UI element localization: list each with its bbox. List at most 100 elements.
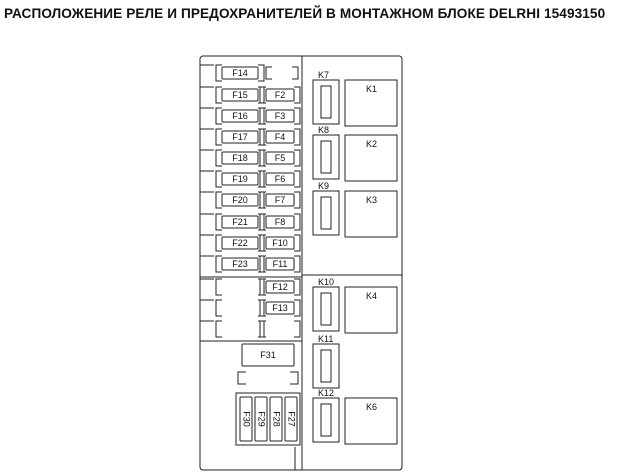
fuse-f17-label: F17 (232, 132, 248, 142)
vertical-fuse-block (235, 392, 301, 446)
relay-k12[interactable]: K12 (312, 388, 340, 443)
fuse-socket (259, 86, 301, 104)
fuse-socket (259, 234, 301, 252)
fuse-socket (215, 278, 265, 296)
fuse-socket-empty (265, 66, 299, 80)
fuse-f17[interactable]: F17 (221, 130, 259, 144)
fuse-f3-label: F3 (275, 111, 286, 121)
fuse-box-housing (199, 55, 403, 471)
fuse-f3[interactable]: F3 (265, 109, 295, 123)
fuse-f21[interactable]: F21 (221, 215, 259, 229)
relay-k10[interactable]: K10 (312, 277, 340, 332)
fuse-f5[interactable]: F5 (265, 151, 295, 165)
fuse-f14-label: F14 (232, 68, 248, 78)
fuse-f30-label: F30 (242, 411, 252, 427)
diagram-title: РАСПОЛОЖЕНИЕ РЕЛЕ И ПРЕДОХРАНИТЕЛЕЙ В МО… (4, 6, 606, 21)
fuse-f23[interactable]: F23 (221, 257, 259, 271)
fuse-f14[interactable]: F14 (221, 66, 259, 80)
fuse-socket (259, 191, 301, 209)
fuse-f2-label: F2 (275, 90, 286, 100)
vertical-fuses: F30 F29 F28 F27 (239, 396, 298, 442)
fuse-f11-label: F11 (273, 259, 288, 269)
fuse-f8-label: F8 (275, 217, 286, 227)
relay-k10-label: K10 (318, 277, 334, 287)
fuse-f10-label: F10 (272, 238, 288, 248)
socket-bracket (237, 371, 246, 385)
fuse-f18[interactable]: F18 (221, 151, 259, 165)
fuse-f19[interactable]: F19 (221, 172, 259, 186)
relay-k4[interactable]: K4 (344, 286, 398, 334)
fuse-socket (259, 128, 301, 146)
relay-k1-label: K1 (366, 84, 377, 94)
relay-k9[interactable]: K9 (312, 181, 340, 236)
fuse-socket (259, 170, 301, 188)
fuse-f31-label: F31 (260, 350, 276, 360)
fuse-f4[interactable]: F4 (265, 130, 295, 144)
fuse-socket (215, 64, 265, 82)
fuse-f20-label: F20 (232, 195, 248, 205)
fuse-f8[interactable]: F8 (265, 215, 295, 229)
fuse-f23-label: F23 (232, 259, 248, 269)
relay-k4-label: K4 (366, 291, 377, 301)
fuse-f16-label: F16 (232, 111, 248, 121)
relay-k11-label: K11 (318, 334, 333, 344)
relay-k12-label: K12 (318, 388, 334, 398)
relay-k1[interactable]: K1 (344, 79, 398, 127)
relay-k2[interactable]: K2 (344, 134, 398, 182)
fuse-f16[interactable]: F16 (221, 109, 259, 123)
relay-k2-label: K2 (366, 139, 377, 149)
fuse-f27-label: F27 (287, 411, 297, 427)
fuse-f10[interactable]: F10 (265, 236, 295, 250)
fuse-f11[interactable]: F11 (265, 257, 295, 271)
relay-k9-label: K9 (318, 181, 329, 191)
fuse-f6-label: F6 (275, 174, 286, 184)
relay-k3-label: K3 (366, 195, 377, 205)
relay-k8-label: K8 (318, 125, 329, 135)
fuse-f27[interactable]: F27 (284, 396, 298, 442)
relay-k11[interactable]: K11 (312, 334, 340, 389)
fuse-f12-label: F12 (272, 282, 288, 292)
relay-k7-label: K7 (318, 70, 329, 80)
relay-k7[interactable]: K7 (312, 70, 340, 125)
relay-k8[interactable]: K8 (312, 125, 340, 180)
fuse-socket (215, 320, 265, 338)
fuse-f6[interactable]: F6 (265, 172, 295, 186)
relay-k6-label: K6 (366, 402, 377, 412)
fuse-socket (259, 149, 301, 167)
fuse-f22-label: F22 (232, 238, 248, 248)
fuse-socket (259, 320, 301, 338)
fuse-socket (259, 255, 301, 273)
fuse-f30[interactable]: F30 (239, 396, 253, 442)
fuse-f28-label: F28 (272, 411, 282, 427)
fuse-f13[interactable]: F13 (265, 301, 295, 315)
fuse-socket (259, 278, 301, 296)
fuse-f28[interactable]: F28 (269, 396, 283, 442)
fuse-f29-label: F29 (257, 411, 267, 427)
fuse-f2[interactable]: F2 (265, 88, 295, 102)
fuse-f18-label: F18 (232, 153, 248, 163)
fuse-f21-label: F21 (232, 217, 248, 227)
fuse-f22[interactable]: F22 (221, 236, 259, 250)
fuse-socket (215, 299, 265, 317)
fuse-f15-label: F15 (232, 90, 248, 100)
fuse-f13-label: F13 (272, 303, 288, 313)
fuse-f5-label: F5 (275, 153, 286, 163)
fuse-socket (259, 213, 301, 231)
fuse-f12[interactable]: F12 (265, 280, 295, 294)
fuse-f7[interactable]: F7 (265, 193, 295, 207)
fuse-f20[interactable]: F20 (221, 193, 259, 207)
fuse-f4-label: F4 (275, 132, 286, 142)
fuse-f7-label: F7 (275, 195, 286, 205)
fuse-socket (259, 107, 301, 125)
socket-bracket (290, 371, 299, 385)
fuse-f15[interactable]: F15 (221, 88, 259, 102)
relay-k6[interactable]: K6 (344, 397, 398, 445)
relay-k3[interactable]: K3 (344, 190, 398, 238)
fuse-f29[interactable]: F29 (254, 396, 268, 442)
fuse-f19-label: F19 (232, 174, 248, 184)
fuse-f31[interactable]: F31 (241, 343, 295, 367)
fuse-socket (259, 299, 301, 317)
